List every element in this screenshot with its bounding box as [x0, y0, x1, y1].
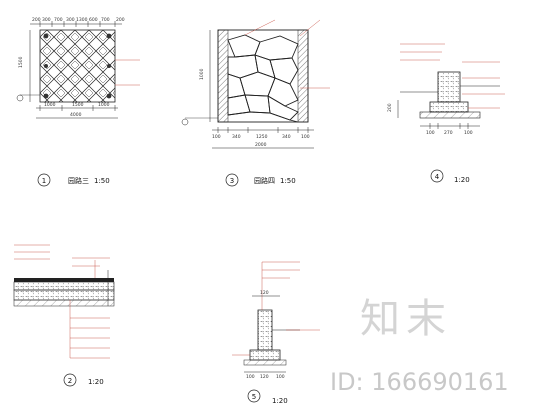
p5-dim-bottom-3: 100	[276, 374, 285, 380]
p5-number: 5	[252, 393, 256, 401]
p5-dim-top: 120	[260, 290, 269, 296]
diamond-paving-field	[39, 29, 116, 103]
p3-dim-bottom-5: 100	[301, 134, 310, 140]
p1-dim-top-6: 600	[89, 17, 98, 23]
p5-dim-bottom-2: 120	[260, 374, 269, 380]
p1-number-circle	[37, 173, 51, 187]
p3-dim-bottom-4: 340	[282, 134, 291, 140]
p1-number: 1	[42, 177, 46, 185]
p2-number: 2	[68, 377, 72, 385]
p3-dim-total: 2000	[255, 142, 267, 148]
p1-dim-bottom-3: 1000	[98, 102, 110, 108]
p2-surface-layer	[14, 278, 114, 282]
watermark-logo: 知末	[360, 296, 452, 342]
panel-5-edge-stone-section: 120 100 120 100 5 1:20	[232, 261, 320, 405]
p1-dim-top-1: 200	[32, 17, 41, 23]
p4-dim-bottom-2: 270	[444, 130, 453, 136]
p1-dim-top-5: 1300	[76, 17, 88, 23]
p4-number: 4	[435, 173, 440, 181]
p1-dim-bottom-2: 1500	[72, 102, 84, 108]
p2-number-circle	[63, 373, 77, 387]
p1-dim-top-4: 300	[66, 17, 75, 23]
p5-dim-bottom-1: 100	[246, 374, 255, 380]
p1-title: 园路三	[68, 176, 89, 185]
p3-number: 3	[230, 177, 234, 185]
p1-dim-top-7: 700	[101, 17, 110, 23]
p3-number-circle	[225, 173, 239, 187]
panel-2-paving-section: 2 1:20	[13, 244, 115, 387]
p5-scale: 1:20	[272, 397, 288, 405]
p1-dim-left: 1500	[18, 56, 24, 68]
panel-3-crazy-paving-plan: 1000 100 340 1250 340 100 2000 3 园路四 1:5…	[181, 19, 330, 187]
p1-dim-bottom-1: 1000	[44, 102, 56, 108]
p3-dim-bottom-2: 340	[232, 134, 241, 140]
p4-dim-left: 200	[387, 103, 393, 112]
watermark-id: ID: 166690161	[330, 368, 509, 396]
p3-dim-bottom-3: 1250	[256, 134, 268, 140]
panel-1-paving-plan: 200 300 700 300 1300 600 700 200 1500 10…	[16, 17, 140, 187]
p3-title: 园路四	[254, 176, 275, 185]
panel-4-kerb-section: 200 100 270 100 4 1:20	[387, 43, 505, 184]
p4-dim-bottom-3: 100	[464, 130, 473, 136]
p4-scale: 1:20	[454, 176, 470, 184]
crazy-paving-stones	[227, 34, 299, 123]
p1-dim-top-8: 200	[116, 17, 125, 23]
p1-dim-top-2: 300	[42, 17, 51, 23]
p2-scale: 1:20	[88, 378, 104, 386]
p4-dim-bottom-1: 100	[426, 130, 435, 136]
p1-dim-top-3: 700	[54, 17, 63, 23]
p3-dim-bottom-1: 100	[212, 134, 221, 140]
p1-dim-total: 4000	[70, 112, 82, 118]
p4-number-circle	[430, 169, 444, 183]
p5-number-circle	[247, 389, 261, 403]
p3-scale: 1:50	[280, 177, 296, 185]
p3-dim-left: 1000	[199, 68, 205, 80]
p1-scale: 1:50	[94, 177, 110, 185]
